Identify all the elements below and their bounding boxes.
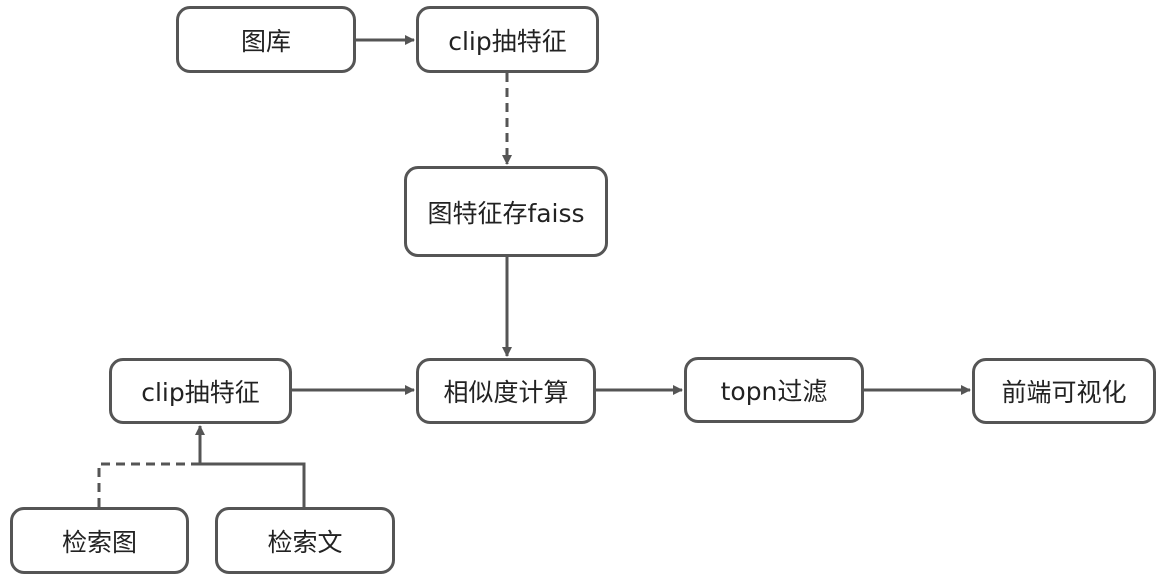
arrow-search-text-to-clip	[195, 425, 306, 507]
node-similarity: 相似度计算	[416, 358, 596, 424]
node-clip-feature-query: clip抽特征	[109, 358, 292, 424]
node-frontend-visualization: 前端可视化	[972, 358, 1156, 424]
node-search-image: 检索图	[10, 507, 189, 574]
node-search-text: 检索文	[215, 507, 395, 574]
node-gallery: 图库	[176, 6, 356, 73]
node-clip-feature-top: clip抽特征	[416, 6, 599, 73]
arrow-search-image-to-clip	[97, 462, 200, 507]
node-topn-filter: topn过滤	[684, 357, 864, 423]
node-faiss-store: 图特征存faiss	[404, 166, 608, 257]
